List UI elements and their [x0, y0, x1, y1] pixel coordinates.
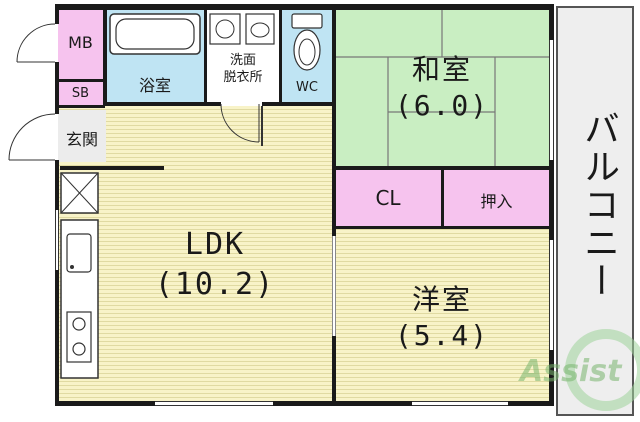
wall-wet-bottom — [103, 102, 221, 106]
wall-wc-right — [332, 4, 336, 404]
tatami-grid — [335, 10, 549, 166]
balcony-room — [556, 6, 634, 416]
wall-left-mb — [55, 4, 59, 24]
wall-ldk-divider — [60, 166, 164, 170]
washitsu-size: (6.0) — [394, 89, 490, 122]
bath-label: 浴室 — [138, 76, 171, 95]
wall-left-upper — [103, 4, 107, 106]
door-gap-yoshitsu — [332, 236, 336, 336]
mb-room — [58, 10, 103, 80]
window-bottom-yoshitsu — [412, 401, 508, 406]
wall-bottom — [55, 401, 554, 406]
toilet-icon — [291, 13, 323, 71]
wall-top — [103, 4, 553, 10]
oshiire-label: 押入 — [480, 192, 513, 211]
balcony-label: バルコニー — [578, 110, 619, 300]
washitsu-label: 和室 — [411, 53, 472, 86]
wall-bath-right — [204, 4, 207, 104]
wall-left-mid — [55, 62, 59, 114]
ldk-label: LDK — [184, 227, 246, 262]
yoshitsu-label: 洋室 — [411, 283, 472, 316]
window-right-yoshitsu — [549, 240, 554, 350]
watermark-logo — [565, 329, 640, 411]
window-left-kitchen — [55, 210, 59, 270]
wall-sb-bottom — [55, 105, 105, 108]
entrance-floor — [58, 110, 106, 162]
yoshitsu-size: (5.4) — [394, 319, 490, 352]
wc-label: WC — [296, 80, 318, 95]
wall-wash-right — [279, 4, 282, 104]
wall-left-lower — [55, 160, 59, 210]
wall-wet-bottom-2 — [262, 102, 334, 106]
wall-left-kitchen — [55, 270, 59, 402]
sb-room — [58, 82, 103, 106]
wall-cl-mid — [441, 166, 444, 228]
ldk-size: (10.2) — [154, 267, 276, 302]
sb-label: SB — [71, 86, 90, 101]
washbasin-icon — [209, 13, 275, 45]
washroom-label: 洗面 脱衣所 — [223, 53, 263, 85]
wall-closet-bottom — [332, 226, 553, 229]
wall-mb-top — [55, 4, 105, 10]
mb-label: MB — [58, 34, 103, 51]
window-right-washitsu — [549, 40, 554, 160]
window-bottom-ldk — [155, 401, 273, 406]
cl-room — [335, 170, 441, 226]
watermark-text: Assist — [520, 354, 622, 389]
bathtub-icon — [109, 13, 201, 55]
cl-label: CL — [375, 186, 401, 210]
mb-text: MB — [68, 33, 93, 52]
kitchen-counter — [60, 172, 99, 379]
yoshitsu-room — [335, 229, 549, 402]
wall-right — [549, 4, 554, 404]
wall-mb-bottom — [55, 79, 105, 82]
oshiire-room — [444, 170, 549, 226]
entrance-label: 玄関 — [65, 130, 98, 149]
